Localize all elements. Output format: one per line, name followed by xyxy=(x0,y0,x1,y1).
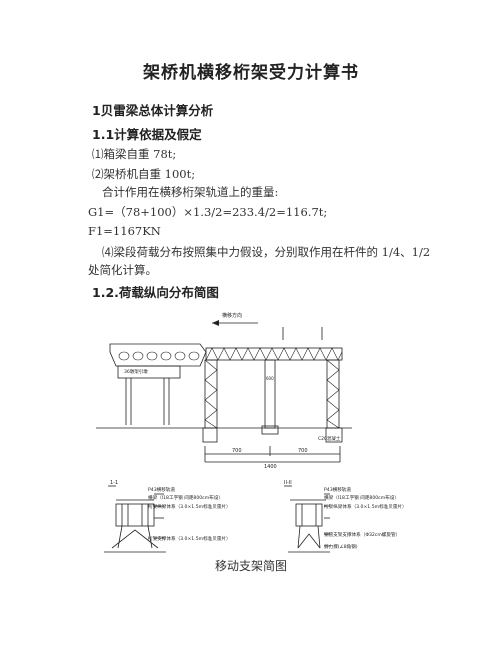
dim-total: 1400 xyxy=(264,464,277,470)
right-note: P43横移轨道 xyxy=(324,486,351,493)
line-load-assumption: ⑷梁段荷载分布按照集中力假设，分别取作用在杆件的 1/4、1/2 xyxy=(102,245,431,259)
line-formula-g1: G1=（78+100）×1.3/2=233.4/2=116.7t; xyxy=(88,205,328,219)
line-total-weight: 合计作用在横移桁架轨道上的重量: xyxy=(102,185,279,199)
line-self-weight-machine: ⑵架桥机自重 100t; xyxy=(92,167,196,181)
arrow-label: 横移方向 xyxy=(222,312,242,319)
line-formula-f1: F1=1167KN xyxy=(88,224,161,238)
section-right-mark: II-II xyxy=(284,480,292,486)
section-left-mark: 1-1 xyxy=(110,480,118,486)
top-truss xyxy=(205,347,343,361)
right-note: 横梁（I18工字钢 间距800cm布设） xyxy=(324,494,399,501)
base-label: C20混凝土 xyxy=(318,435,341,442)
pier-label: 36墩架引墩 xyxy=(124,368,148,375)
heading-1-1: 1.1计算依据及假定 xyxy=(92,127,202,142)
left-note: 桁架纵梁体系（3.0×1.5m标准贝雷片） xyxy=(148,503,231,510)
right-tower xyxy=(326,359,340,429)
left-note: 桁架支撑体系（3.0×1.5m标准贝雷片） xyxy=(148,535,231,542)
line-self-weight-box: ⑴箱梁自重 78t; xyxy=(92,147,177,161)
left-section xyxy=(115,503,155,527)
left-note: P43横移轨道 xyxy=(148,486,175,493)
mid-label: 600 xyxy=(266,376,274,381)
box-girder xyxy=(109,343,207,367)
left-tower xyxy=(204,359,218,429)
pier-cap xyxy=(117,365,181,379)
heading-1-2: 1.2.荷载纵向分布简图 xyxy=(92,285,219,300)
centre-column xyxy=(264,359,276,429)
document-title: 架桥机横移桁架受力计算书 xyxy=(143,63,359,83)
right-note: 钢管支架支撑体系（Φ32cm螺旋管） xyxy=(324,531,400,538)
figure-caption: 移动支架简图 xyxy=(214,559,287,573)
left-note: 横梁（I18工字钢 间距800cm布设） xyxy=(148,494,223,501)
line-load-assumption-cont: 处简化计算。 xyxy=(88,263,157,277)
right-note: 桁架纵梁体系（3.0×1.5m标准贝雷片） xyxy=(324,503,407,510)
right-section xyxy=(295,503,323,527)
heading-1: 1贝雷梁总体计算分析 xyxy=(92,103,214,118)
support-diagram: 横移方向 36墩架引墩 C20混凝土 700 700 1400 600 1-1 … xyxy=(96,312,407,553)
dim-left: 700 xyxy=(232,448,242,454)
right-note: 剪力撑(∠8角钢) xyxy=(324,543,358,550)
dim-right: 700 xyxy=(298,448,308,454)
